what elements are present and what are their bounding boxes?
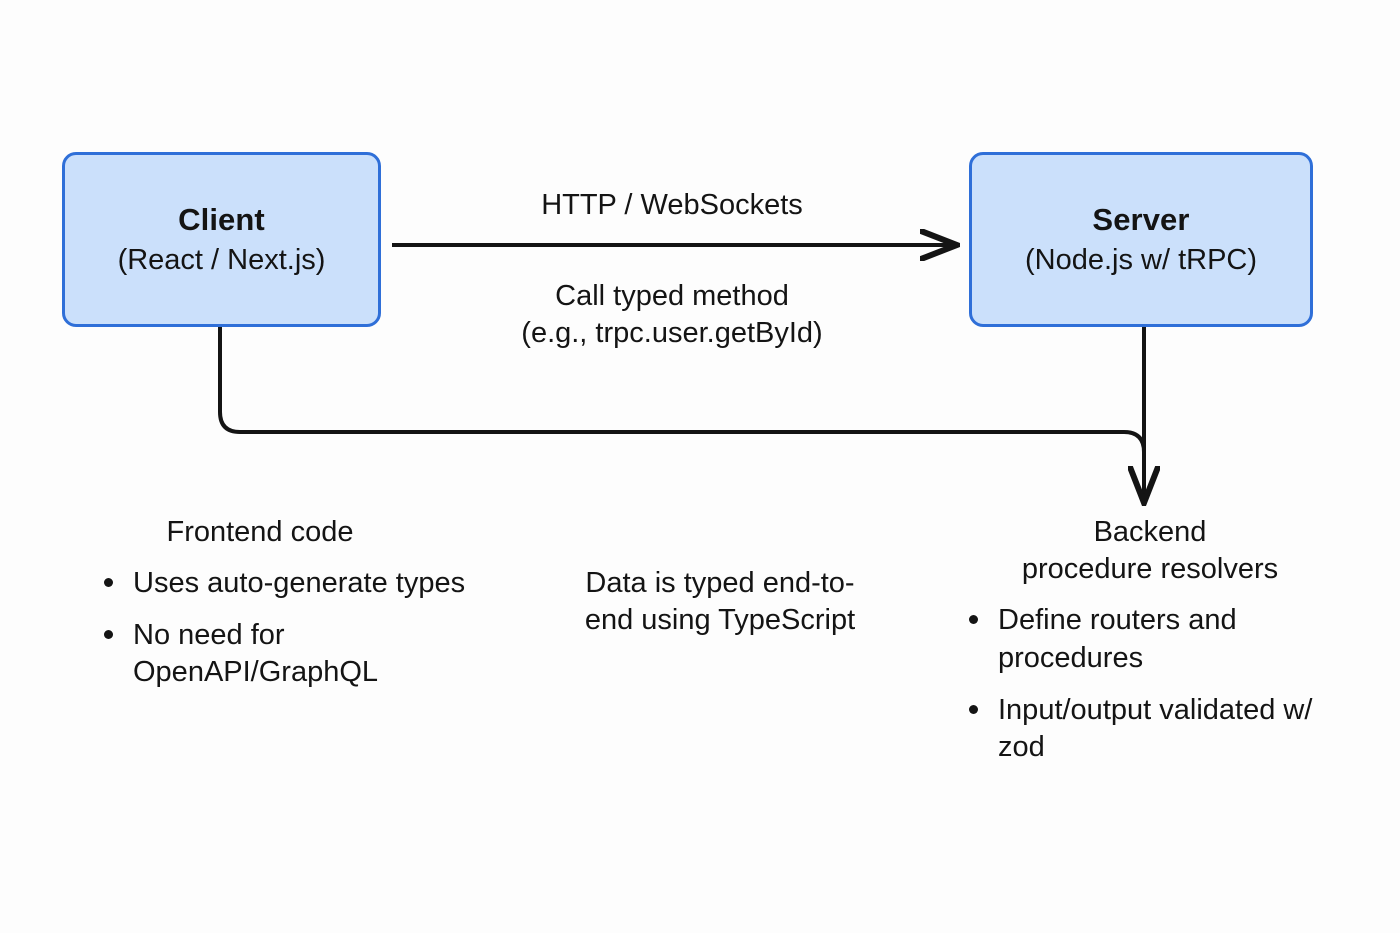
list-item: Define routers and procedures: [960, 602, 1340, 677]
server-node[interactable]: Server (Node.js w/ tRPC): [969, 152, 1313, 327]
bullet-dot-icon: [969, 704, 978, 714]
client-node[interactable]: Client (React / Next.js): [62, 152, 381, 327]
frontend-bullet-list: Uses auto-generate types No need for Ope…: [95, 565, 485, 692]
client-node-subtitle: (React / Next.js): [117, 243, 326, 276]
frontend-annotation: Frontend code Uses auto-generate types N…: [95, 514, 485, 706]
frontend-heading: Frontend code: [166, 516, 354, 548]
bullet-dot-icon: [104, 578, 113, 588]
list-item: Uses auto-generate types: [95, 565, 485, 603]
bullet-dot-icon: [104, 629, 113, 639]
bullet-dot-icon: [969, 615, 978, 625]
list-item: No need for OpenAPI/GraphQL: [95, 617, 485, 692]
typed-end-to-end-note: Data is typed end-to- end using TypeScri…: [584, 567, 856, 637]
transport-label: HTTP / WebSockets: [541, 189, 803, 221]
list-item-label: Input/output validated w/ zod: [998, 693, 1313, 764]
list-item-label: No need for OpenAPI/GraphQL: [133, 618, 379, 689]
backend-heading: Backend procedure resolvers: [1021, 516, 1279, 586]
list-item: Input/output validated w/ zod: [960, 692, 1340, 767]
list-item-label: Uses auto-generate types: [133, 567, 466, 600]
backend-bullet-list: Define routers and procedures Input/outp…: [960, 602, 1340, 767]
list-item-label: Define routers and procedures: [998, 604, 1237, 674]
client-node-title: Client: [178, 201, 265, 237]
server-node-title: Server: [1092, 201, 1190, 237]
server-node-subtitle: (Node.js w/ tRPC): [1024, 243, 1258, 276]
backend-annotation: Backend procedure resolvers Define route…: [960, 514, 1340, 781]
call-typed-method-label: Call typed method (e.g., trpc.user.getBy…: [521, 280, 823, 350]
